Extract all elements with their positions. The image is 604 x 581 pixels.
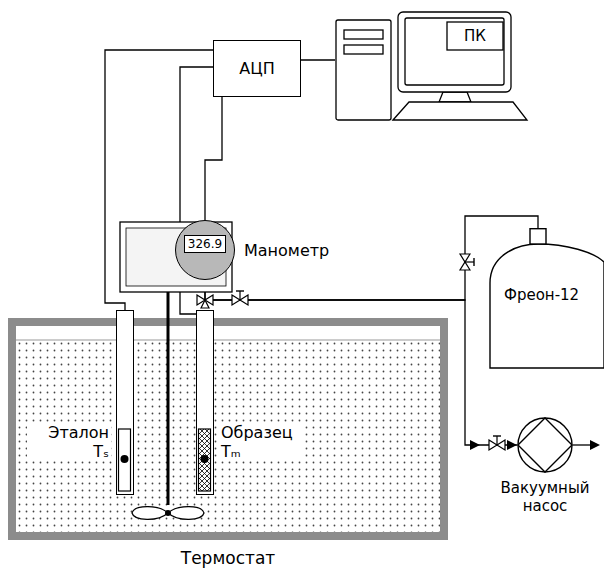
pressure-gauge: 326.9Манометр <box>175 220 235 280</box>
flow-arrow <box>470 440 480 450</box>
text-slot: АЦП <box>214 41 300 96</box>
computer: ПК <box>335 10 528 122</box>
valve-symbol <box>232 291 248 305</box>
gauge-display: 326.9 <box>184 235 226 253</box>
text-slot: Манометр <box>244 241 329 260</box>
node-label: Вакуумный насос <box>490 479 600 515</box>
gauge-label: Манометр <box>244 241 329 260</box>
sensor-label: Образец Tₘ <box>219 423 303 461</box>
reference-tube: Эталон Tₛ <box>116 310 134 495</box>
text-slot: Эталон Tₛ <box>27 423 111 461</box>
sample-tube: Образец Tₘ <box>196 310 214 495</box>
three-way-valve <box>197 295 213 308</box>
pump-outline <box>517 417 573 473</box>
text-slot: Термостат <box>16 548 440 568</box>
node-label: ПК <box>464 27 486 45</box>
text-slot: Вакуумный насос <box>490 479 600 515</box>
data-cable <box>301 59 335 60</box>
valve-symbol <box>460 254 474 270</box>
gas-cylinder: Фреон-12 <box>490 228 604 368</box>
text-slot: ПК <box>447 22 503 50</box>
valve-symbol <box>489 436 505 450</box>
node-label: Термостат <box>16 548 440 568</box>
box-label: АЦП <box>239 59 274 78</box>
text-slot: 326.9 <box>176 235 234 253</box>
exhaust-arrow <box>573 440 600 450</box>
text-slot: Образец Tₘ <box>219 423 303 461</box>
thermostat-bath: ТермостатЭталон TₛОбразец Tₘ <box>8 318 448 540</box>
sensor-label: Эталон Tₛ <box>27 423 111 461</box>
sensor-section <box>117 311 132 493</box>
sensor-section <box>197 311 212 493</box>
text-slot: Фреон-12 <box>504 286 579 304</box>
computer-drawing <box>335 10 528 122</box>
node-label: Фреон-12 <box>504 286 579 304</box>
signal-wire <box>205 97 222 220</box>
vacuum-pump: Вакуумный насос <box>517 417 573 473</box>
gas-pipe <box>205 216 538 300</box>
adc-box: АЦП <box>213 40 301 97</box>
